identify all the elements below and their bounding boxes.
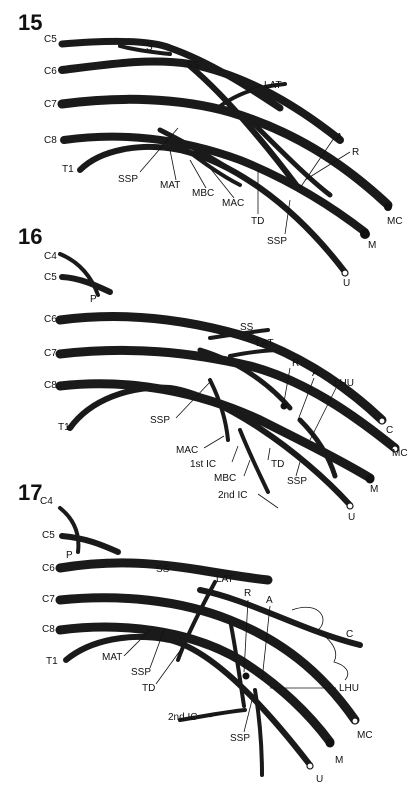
figure-number-15: 15 [18,10,42,35]
figure-17-nerves [55,506,363,777]
label-ss: SS [186,60,200,71]
label-ssp-2: SSP [267,236,287,247]
label-2nd-ic: 2nd IC [168,712,197,723]
root-label-c5: C5 [44,272,57,283]
label-r: R [292,358,299,369]
root-label-c7: C7 [44,348,57,359]
label-m: M [335,755,343,766]
label-mac: MAC [222,198,244,209]
label-ss: SS [156,564,170,575]
label-ssp-2: SSP [287,476,307,487]
root-label-c8: C8 [42,624,55,635]
label-u: U [343,278,350,289]
label-ss: SS [240,322,254,333]
figure-16-leaders [175,367,337,509]
figure-16: 16 [18,224,408,523]
root-label-c4: C4 [40,496,53,507]
label-r: R [244,588,251,599]
label-td: TD [142,683,155,694]
label-ssp-1: SSP [118,174,138,185]
label-1st-ic: 1st IC [190,459,216,470]
label-mac: MAC [176,445,198,456]
label-lhu: LHU [334,378,354,389]
root-label-c5: C5 [44,34,57,45]
label-mat: MAT [160,180,180,191]
label-a: A [312,368,319,379]
label-ssp-2: SSP [230,733,250,744]
label-c: C [386,425,393,436]
label-c: C [346,629,353,640]
figure-16-nerves [55,252,400,510]
label-r: R [352,147,359,158]
figure-15: 15 [18,10,403,289]
label-mbc: MBC [192,188,214,199]
label-p: P [90,294,97,305]
root-label-t1: T1 [58,422,70,433]
label-a: A [336,132,343,143]
label-p: P [66,550,73,561]
label-u: U [348,512,355,523]
label-m: M [370,484,378,495]
root-label-t1: T1 [62,164,74,175]
label-mc: MC [392,448,408,459]
label-lat: LAT [216,574,234,585]
root-label-t1: T1 [46,656,58,667]
figure-number-16: 16 [18,224,42,249]
root-label-c4: C4 [44,251,57,262]
root-label-c8: C8 [44,380,57,391]
label-mc: MC [387,216,403,227]
label-td: TD [271,459,284,470]
label-m: M [368,240,376,251]
label-mat: MAT [102,652,122,663]
root-label-c8: C8 [44,135,57,146]
label-mc: MC [357,730,373,741]
label-lhu: LHU [339,683,359,694]
root-label-c6: C6 [44,66,57,77]
label-s: S [146,42,153,53]
figure-17: 17 [18,480,373,785]
label-u: U [316,774,323,785]
figure-number-17: 17 [18,480,42,505]
label-lat: LAT [256,338,274,349]
label-ssp-1: SSP [131,667,151,678]
figure-15-nerves [57,37,393,277]
label-ssp-1: SSP [150,415,170,426]
root-label-c6: C6 [42,563,55,574]
label-lat: LAT [264,80,282,91]
label-2nd-ic: 2nd IC [218,490,247,501]
root-label-c7: C7 [42,594,55,605]
figure-15-leaders [139,84,351,235]
root-label-c6: C6 [44,314,57,325]
figure-17-leaders [123,599,336,733]
root-label-c7: C7 [44,99,57,110]
root-label-c5: C5 [42,530,55,541]
label-mbc: MBC [214,473,236,484]
label-a: A [266,595,273,606]
label-td: TD [251,216,264,227]
